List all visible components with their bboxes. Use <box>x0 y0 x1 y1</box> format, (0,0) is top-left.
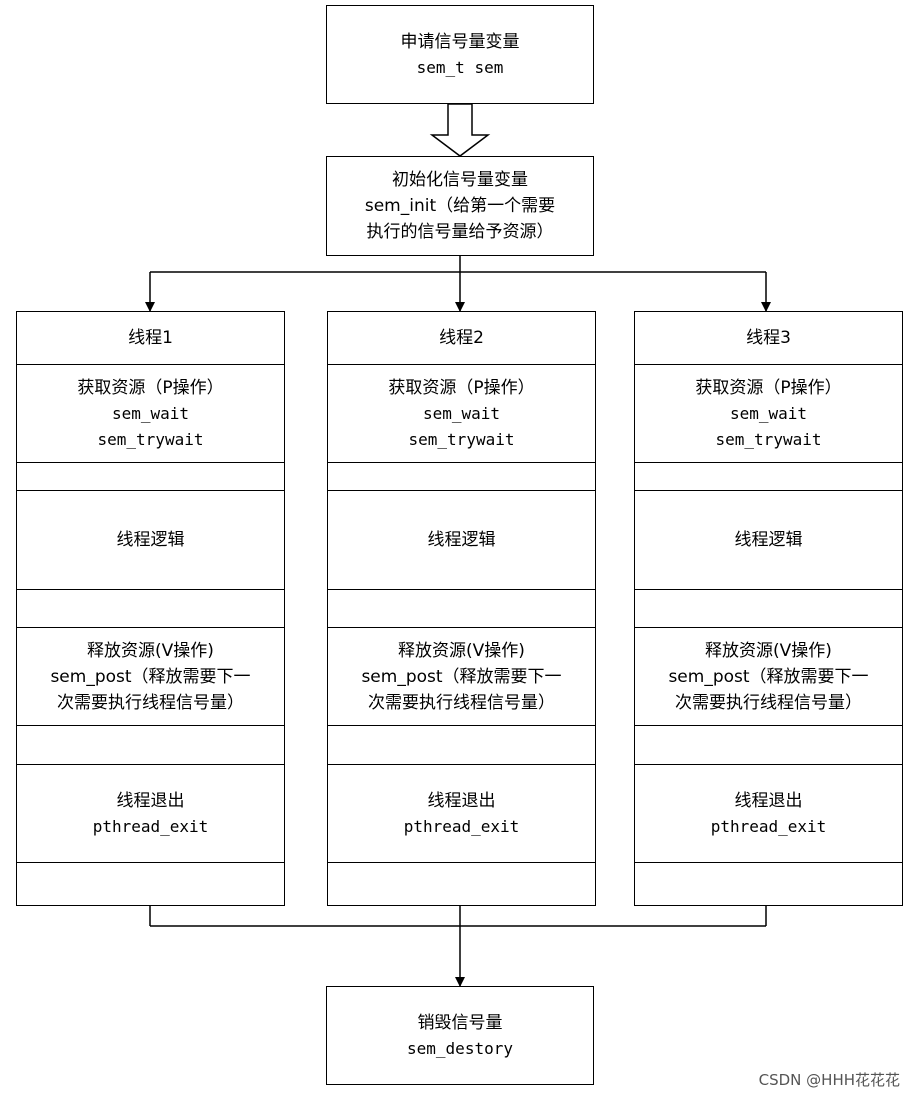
thread-1-exit-box: 线程退出 pthread_exit <box>16 764 285 863</box>
thread-1-acquire-code-trywait: sem_trywait <box>97 429 204 449</box>
declare-semaphore-box: 申请信号量变量 sem_t sem <box>326 5 594 104</box>
thread-2-acquire-title: 获取资源（P操作） <box>388 377 535 398</box>
thread-1-release-box: 释放资源(V操作) sem_post（释放需要下一次需要执行线程信号量） <box>16 627 285 726</box>
thread-1-release-line-2: sem_post（释放需要下一 <box>50 666 251 687</box>
thread-3-acquire-box: 获取资源（P操作） sem_wait sem_trywait <box>634 364 903 463</box>
thread-1-release-line-3: 次需要执行线程信号量） <box>57 692 244 713</box>
thread-3-exit-box: 线程退出 pthread_exit <box>634 764 903 863</box>
thread-3-acquire-code-trywait: sem_trywait <box>715 429 822 449</box>
destroy-semaphore-box: 销毁信号量 sem_destory <box>326 986 594 1085</box>
thread-2-acquire-box: 获取资源（P操作） sem_wait sem_trywait <box>327 364 596 463</box>
thread-3-release-line-2: sem_post（释放需要下一 <box>668 666 869 687</box>
thread-1-logic-label: 线程逻辑 <box>116 530 185 550</box>
thread-3-acquire-title: 获取资源（P操作） <box>695 377 842 398</box>
declare-code: sem_t sem <box>416 57 504 77</box>
thread-3-exit-title: 线程退出 <box>734 790 803 811</box>
thread-2-logic-label: 线程逻辑 <box>427 530 496 550</box>
thread-2-header-label: 线程2 <box>439 328 484 348</box>
thread-2-exit-title: 线程退出 <box>427 790 496 811</box>
watermark: CSDN @HHH花花花 <box>758 1071 900 1089</box>
thread-2-exit-code: pthread_exit <box>403 816 520 836</box>
init-line-2: sem_init（给第一个需要 <box>364 196 556 216</box>
destroy-code: sem_destory <box>407 1038 513 1058</box>
thread-1-acquire-code-wait: sem_wait <box>111 403 190 423</box>
init-semaphore-box: 初始化信号量变量 sem_init（给第一个需要 执行的信号量给予资源） <box>326 156 594 256</box>
thread-2-header: 线程2 <box>327 311 596 365</box>
init-line-1: 初始化信号量变量 <box>392 170 528 190</box>
thread-1-exit-title: 线程退出 <box>116 790 185 811</box>
thread-3-exit-code: pthread_exit <box>710 816 827 836</box>
thread-1-header-label: 线程1 <box>128 328 173 348</box>
thread-3-release-box: 释放资源(V操作) sem_post（释放需要下一次需要执行线程信号量） <box>634 627 903 726</box>
thread-3-release-line-3: 次需要执行线程信号量） <box>675 692 862 713</box>
thread-1-logic-box: 线程逻辑 <box>16 490 285 590</box>
thread-2-acquire-code-trywait: sem_trywait <box>408 429 515 449</box>
thread-3-logic-label: 线程逻辑 <box>734 530 803 550</box>
declare-title: 申请信号量变量 <box>400 31 520 52</box>
thread-1-exit-code: pthread_exit <box>92 816 209 836</box>
thread-2-release-line-3: 次需要执行线程信号量） <box>368 692 555 713</box>
thread-1-acquire-box: 获取资源（P操作） sem_wait sem_trywait <box>16 364 285 463</box>
thread-3-release-title: 释放资源(V操作) <box>705 640 832 661</box>
thread-2-logic-box: 线程逻辑 <box>327 490 596 590</box>
hollow-arrow-top <box>429 103 491 157</box>
thread-1-acquire-title: 获取资源（P操作） <box>77 377 224 398</box>
thread-3-header-label: 线程3 <box>746 328 791 348</box>
thread-3-acquire-code-wait: sem_wait <box>729 403 808 423</box>
init-line-3: 执行的信号量给予资源） <box>366 222 554 242</box>
thread-1-release-title: 释放资源(V操作) <box>87 640 214 661</box>
thread-2-release-box: 释放资源(V操作) sem_post（释放需要下一次需要执行线程信号量） <box>327 627 596 726</box>
thread-3-logic-box: 线程逻辑 <box>634 490 903 590</box>
thread-3-header: 线程3 <box>634 311 903 365</box>
thread-2-exit-box: 线程退出 pthread_exit <box>327 764 596 863</box>
thread-2-release-line-2: sem_post（释放需要下一 <box>361 666 562 687</box>
thread-2-acquire-code-wait: sem_wait <box>422 403 501 423</box>
thread-1-header: 线程1 <box>16 311 285 365</box>
destroy-title: 销毁信号量 <box>417 1012 503 1033</box>
thread-2-release-title: 释放资源(V操作) <box>398 640 525 661</box>
